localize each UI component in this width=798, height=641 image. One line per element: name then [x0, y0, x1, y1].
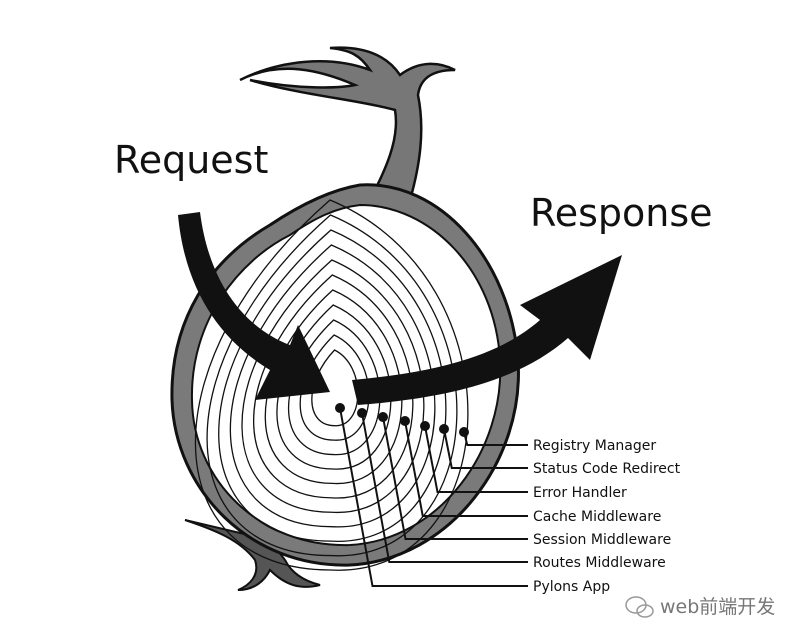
request-label: Request	[114, 138, 268, 182]
layer-label: Cache Middleware	[533, 509, 661, 525]
leader-line	[424, 425, 528, 493]
response-label: Response	[530, 191, 713, 235]
leader-line	[382, 416, 528, 540]
leader-line	[361, 412, 528, 563]
layer-label: Routes Middleware	[533, 555, 666, 571]
onion-ring	[241, 259, 425, 513]
watermark-text: web前端开发	[660, 596, 775, 618]
onion-roots	[184, 519, 321, 591]
request-arrow	[178, 212, 330, 400]
layer-label: Session Middleware	[533, 532, 671, 548]
onion-ring	[253, 274, 414, 499]
leader-line	[339, 407, 528, 587]
layer-leaders	[335, 403, 528, 587]
onion-ring	[229, 244, 436, 528]
leader-line	[404, 420, 528, 517]
onion-ring	[206, 214, 458, 557]
leader-line	[443, 428, 528, 469]
onion-stem	[239, 46, 456, 202]
layer-label: Registry Manager	[533, 438, 656, 454]
leader-line	[463, 431, 528, 446]
wechat-icon	[625, 596, 654, 618]
layer-label: Status Code Redirect	[533, 461, 681, 477]
response-arrow	[352, 255, 622, 405]
onion-ring	[218, 229, 447, 542]
onion-ring	[194, 199, 469, 571]
layer-label: Pylons App	[533, 579, 610, 595]
layer-label: Error Handler	[533, 485, 627, 501]
